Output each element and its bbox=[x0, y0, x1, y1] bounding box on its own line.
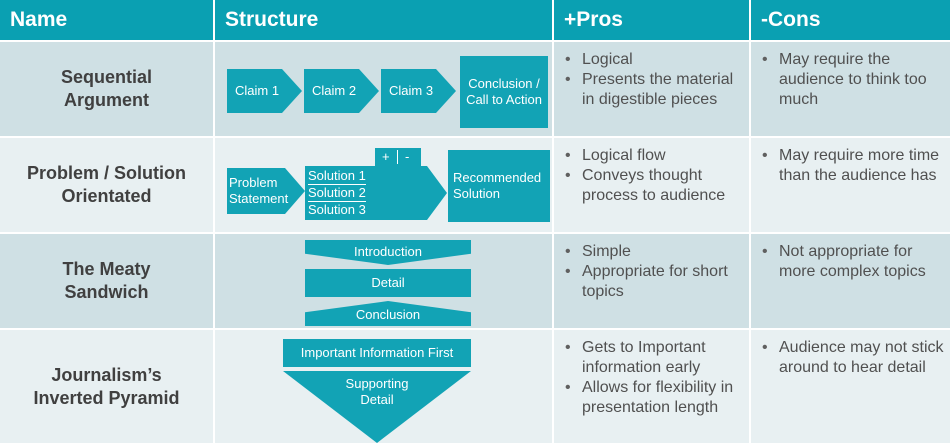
conclusion-trapezoid: Conclusion bbox=[305, 301, 471, 326]
solution-label: Solution 3 bbox=[308, 202, 366, 217]
row-structure: Claim 1 Claim 2 Claim 3 Conclusion / Cal… bbox=[215, 42, 552, 136]
recommended-box: Recommended Solution bbox=[448, 150, 550, 222]
pro-item: Logical bbox=[564, 50, 743, 70]
row-pros: Logical flowConveys thought process to a… bbox=[554, 138, 749, 232]
claim-chevron: Claim 2 bbox=[304, 69, 379, 113]
pro-item: Logical flow bbox=[564, 146, 743, 166]
supporting-detail-label: Supporting Detail bbox=[345, 376, 409, 407]
solutions-list: Solution 1 Solution 2 Solution 3 bbox=[308, 168, 366, 218]
row-pros: SimpleAppropriate for short topics bbox=[554, 234, 749, 328]
problem-label: Problem Statement bbox=[229, 175, 289, 206]
supporting-detail-triangle: Supporting Detail bbox=[283, 371, 471, 443]
claim-label: Claim 1 bbox=[235, 83, 280, 98]
con-item: May require more time than the audience … bbox=[761, 146, 944, 186]
introduction-trapezoid: Introduction bbox=[305, 240, 471, 265]
header-cons: -Cons bbox=[751, 0, 950, 40]
solution-label: Solution 1 bbox=[308, 168, 366, 183]
header-pros: +Pros bbox=[554, 0, 749, 40]
row-cons: May require the audience to think too mu… bbox=[751, 42, 950, 136]
recommended-label: Recommended Solution bbox=[453, 170, 542, 201]
claim-label: Claim 2 bbox=[312, 83, 357, 98]
plus-label: + bbox=[382, 149, 390, 164]
solution-label: Solution 2 bbox=[308, 185, 366, 200]
row-name: Problem / Solution Orientated bbox=[0, 138, 213, 232]
con-item: Not appropriate for more complex topics bbox=[761, 242, 944, 282]
pro-item: Allows for flexibility in presentation l… bbox=[564, 378, 743, 418]
pro-item: Appropriate for short topics bbox=[564, 262, 743, 302]
row-pros: LogicalPresents the material in digestib… bbox=[554, 42, 749, 136]
row-cons: May require more time than the audience … bbox=[751, 138, 950, 232]
detail-box: Detail bbox=[305, 269, 471, 297]
problem-chevron: Problem Statement bbox=[227, 168, 305, 214]
pro-item: Gets to Important information early bbox=[564, 338, 743, 378]
conclusion-label: Conclusion / Call to Action bbox=[466, 76, 542, 107]
important-info-box: Important Information First bbox=[283, 339, 471, 367]
plus-minus-box: + - bbox=[375, 148, 421, 166]
row-cons: Audience may not stick around to hear de… bbox=[751, 330, 950, 443]
row-cons: Not appropriate for more complex topics bbox=[751, 234, 950, 328]
row-pros: Gets to Important information earlyAllow… bbox=[554, 330, 749, 443]
plus-minus-divider bbox=[397, 150, 398, 164]
conclusion-box: Conclusion / Call to Action bbox=[460, 56, 548, 128]
claim-label: Claim 3 bbox=[389, 83, 434, 98]
introduction-label: Introduction bbox=[354, 244, 422, 259]
row-name: Journalism’s Inverted Pyramid bbox=[0, 330, 213, 443]
conclusion-label: Conclusion bbox=[355, 307, 421, 322]
header-structure: Structure bbox=[215, 0, 552, 40]
detail-label: Detail bbox=[371, 275, 405, 290]
header-name: Name bbox=[0, 0, 213, 40]
con-item: Audience may not stick around to hear de… bbox=[761, 338, 944, 378]
pro-item: Conveys thought process to audience bbox=[564, 166, 743, 206]
row-structure: Problem Statement + - Solution 1 Solutio… bbox=[215, 138, 552, 232]
important-info-label: Important Information First bbox=[300, 345, 454, 360]
solutions-chevron: Solution 1 Solution 2 Solution 3 bbox=[305, 166, 447, 220]
claim-chevron: Claim 3 bbox=[381, 69, 456, 113]
con-item: May require the audience to think too mu… bbox=[761, 50, 944, 110]
minus-label: - bbox=[405, 149, 410, 164]
claim-chevron: Claim 1 bbox=[227, 69, 302, 113]
row-structure: Important Information First Supporting D… bbox=[215, 330, 552, 443]
pro-item: Simple bbox=[564, 242, 743, 262]
pro-item: Presents the material in digestible piec… bbox=[564, 70, 743, 110]
row-name: The Meaty Sandwich bbox=[0, 234, 213, 328]
row-structure: Introduction Detail Conclusion bbox=[215, 234, 552, 328]
row-name: Sequential Argument bbox=[0, 42, 213, 136]
